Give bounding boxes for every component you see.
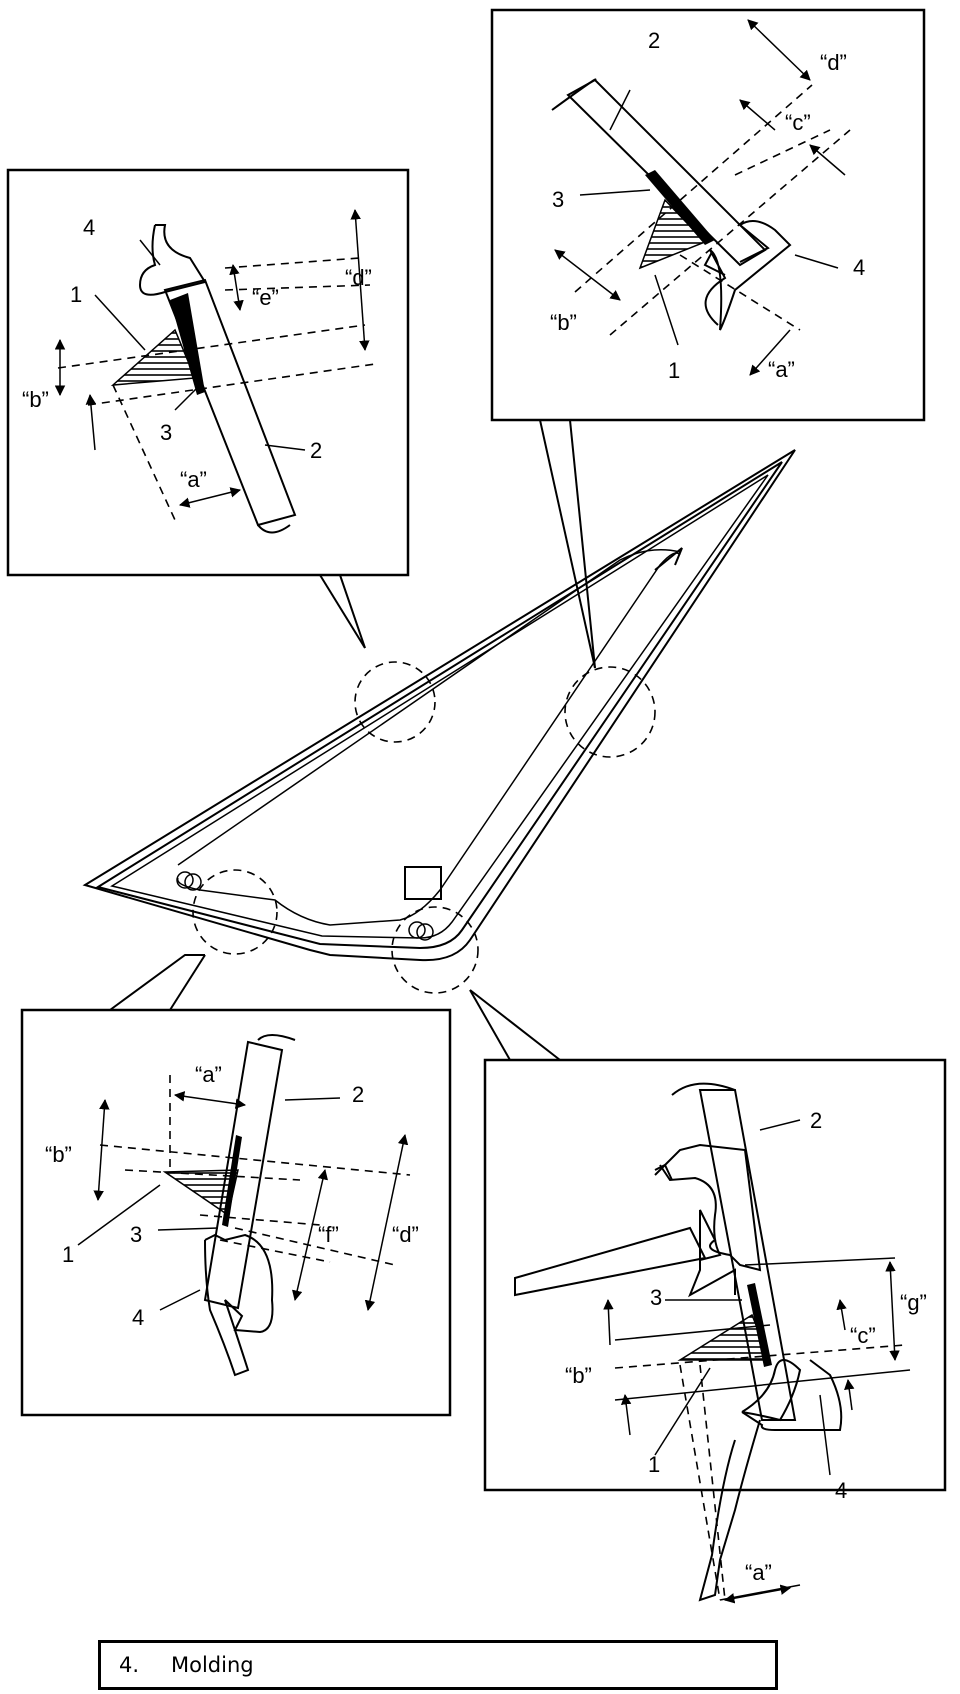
label-c-bottomright: “c” xyxy=(850,1323,876,1348)
label-a-bottomright: “a” xyxy=(745,1560,772,1585)
label-c-topright: “c” xyxy=(785,110,811,135)
label-1-topleft: 1 xyxy=(70,282,82,307)
label-2-topleft: 2 xyxy=(310,438,322,463)
label-3-bottomright: 3 xyxy=(650,1285,662,1310)
label-3-topleft: 3 xyxy=(160,420,172,445)
legend-text: Molding xyxy=(171,1653,254,1677)
label-1-bottomright: 1 xyxy=(648,1452,660,1477)
label-a-topleft: “a” xyxy=(180,467,207,492)
callout-leaders xyxy=(109,419,596,1061)
label-d-topleft: “d” xyxy=(345,265,372,290)
label-a-bottomleft: “a” xyxy=(195,1062,222,1087)
label-4-topright: 4 xyxy=(853,255,865,280)
legend-box: 4. Molding xyxy=(98,1640,778,1690)
quarter-glass-outline xyxy=(82,449,796,962)
label-4-bottomright: 4 xyxy=(835,1478,847,1503)
label-d-topright: “d” xyxy=(820,50,847,75)
legend-number: 4. xyxy=(119,1653,140,1677)
label-e-topleft: “e” xyxy=(252,285,279,310)
label-b-bottomleft: “b” xyxy=(45,1142,72,1167)
detail-callout-circles xyxy=(192,661,656,994)
label-2-bottomright: 2 xyxy=(810,1108,822,1133)
detail-box-bottom-left xyxy=(20,1008,452,1417)
label-d-bottomleft: “d” xyxy=(392,1222,419,1247)
label-b-topleft: “b” xyxy=(22,387,49,412)
label-f-bottomleft: “f” xyxy=(318,1222,339,1247)
label-g-bottomright: “g” xyxy=(900,1290,927,1315)
label-2-topright: 2 xyxy=(648,28,660,53)
detail-box-top-right xyxy=(490,8,926,422)
detail-box-bottom-right xyxy=(483,1058,947,1604)
label-1-topright: 1 xyxy=(668,358,680,383)
label-3-topright: 3 xyxy=(552,187,564,212)
label-a-topright: “a” xyxy=(768,357,795,382)
label-b-topright: “b” xyxy=(550,310,577,335)
detail-box-top-left xyxy=(6,168,410,577)
label-2-bottomleft: 2 xyxy=(352,1082,364,1107)
label-4-bottomleft: 4 xyxy=(132,1305,144,1330)
label-b-bottomright: “b” xyxy=(565,1363,592,1388)
label-4-topleft: 4 xyxy=(83,215,95,240)
label-1-bottomleft: 1 xyxy=(62,1242,74,1267)
label-3-bottomleft: 3 xyxy=(130,1222,142,1247)
